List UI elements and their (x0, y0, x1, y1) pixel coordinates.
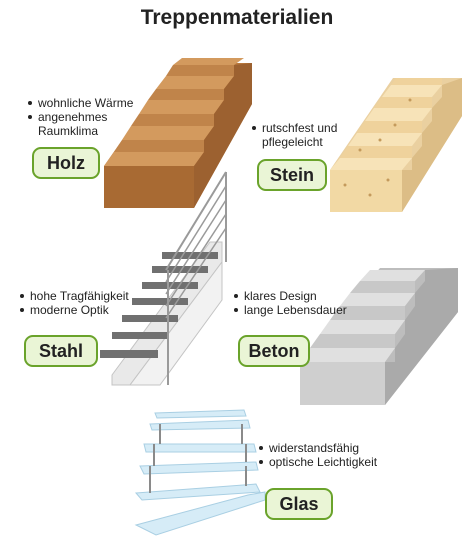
stone-stairs-illustration (330, 78, 462, 212)
glass-stairs-illustration (134, 409, 266, 536)
glas-feature: optische Leichtigkeit (259, 455, 377, 469)
glas-feature-list: widerstandsfähig optische Leichtigkeit (259, 441, 377, 469)
concrete-stairs-illustration (300, 268, 458, 405)
stein-feature-list: rutschfest und pflegeleicht (252, 121, 362, 149)
steel-stairs-illustration (100, 171, 227, 386)
stahl-feature: hohe Tragfähigkeit (20, 289, 129, 303)
diagram-title: Treppenmaterialien (140, 6, 334, 29)
glas-feature: widerstandsfähig (259, 441, 377, 455)
holz-feature: wohnliche Wärme (28, 96, 133, 110)
stahl-feature: moderne Optik (20, 303, 129, 317)
stahl-feature-list: hohe Tragfähigkeit moderne Optik (20, 289, 129, 317)
holz-feature: angenehmes Raumklima (28, 110, 128, 138)
label-glas: Glas (265, 488, 333, 520)
beton-feature-list: klares Design lange Lebensdauer (234, 289, 347, 317)
beton-feature: lange Lebensdauer (234, 303, 347, 317)
beton-feature: klares Design (234, 289, 347, 303)
stein-feature: rutschfest und pflegeleicht (252, 121, 362, 149)
label-holz: Holz (32, 147, 100, 179)
wood-stairs-illustration (104, 58, 252, 208)
label-stahl: Stahl (24, 335, 98, 367)
label-beton: Beton (238, 335, 310, 367)
label-stein: Stein (257, 159, 327, 191)
holz-feature-list: wohnliche Wärme angenehmes Raumklima (28, 96, 133, 138)
